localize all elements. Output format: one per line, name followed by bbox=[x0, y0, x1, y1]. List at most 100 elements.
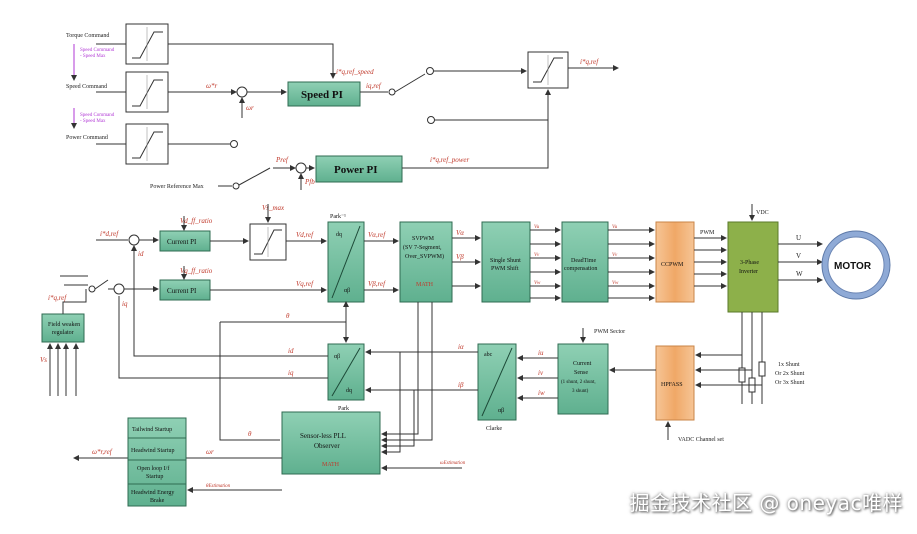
field-weaken-line1: Field weaken bbox=[48, 322, 80, 328]
iu-label: iu bbox=[538, 349, 544, 357]
current-sense-line2: Sense bbox=[574, 370, 588, 376]
id-fb-label: id bbox=[138, 250, 144, 258]
power-ref-max-label: Power Reference Max bbox=[150, 183, 204, 190]
inverter-block bbox=[727, 221, 779, 313]
current-pi-q-label: Current PI bbox=[167, 287, 197, 295]
park-dq-label: dq bbox=[346, 388, 352, 394]
watermark-text: 掘金技术社区 @ oneyac唯样 bbox=[629, 491, 903, 515]
theta-estimation-label: θEstimation bbox=[206, 484, 231, 489]
inv-park-dq-label: dq bbox=[336, 232, 342, 238]
field-weaken-block bbox=[41, 313, 85, 343]
voltage-limiter-block bbox=[249, 223, 287, 261]
observer-line1: Sensor-less PLL bbox=[300, 432, 346, 440]
svpwm-line3: Over_SVPWM) bbox=[405, 253, 444, 260]
phase-w-label: W bbox=[796, 270, 803, 278]
power-pi-label: Power PI bbox=[334, 164, 377, 176]
p-fb-label: Pfb bbox=[304, 178, 315, 186]
iq-ref-speed-out-label: iq,ref bbox=[366, 82, 382, 90]
v-beta-label: Vβ bbox=[456, 253, 464, 261]
speed-range-label-1a: Speed Command bbox=[80, 48, 115, 53]
inv-park-ab-label: αβ bbox=[344, 288, 350, 294]
speed-range-label-1b: - Speed Max bbox=[80, 54, 106, 59]
vadc-channel-label: VADC Channel set bbox=[678, 437, 724, 443]
speed-summing-junction bbox=[236, 86, 248, 98]
v-alpha-ref-label: Vα,ref bbox=[368, 231, 386, 239]
mode-switch-top bbox=[394, 73, 426, 93]
id-ref-label: i*d,ref bbox=[100, 230, 119, 238]
clarke-abc-label: abc bbox=[484, 352, 493, 358]
speed-range-label-2b: - Speed Max bbox=[80, 119, 106, 124]
power-pi-block bbox=[315, 155, 403, 183]
omega-estimator-label: ωEstimation bbox=[440, 461, 466, 466]
startup-modes-block bbox=[127, 417, 187, 507]
speed-pi-label: Speed PI bbox=[301, 89, 343, 101]
mode-tailwind: Tailwind Startup bbox=[132, 427, 172, 433]
hpfass-block bbox=[655, 345, 695, 421]
speed-pi-block bbox=[287, 81, 361, 107]
torque-limiter-block bbox=[125, 23, 169, 65]
omega-feedback-label: ωr bbox=[246, 104, 254, 112]
current-sense-line3: (1 shunt, 2 shunt, bbox=[561, 380, 596, 385]
mode-openloop-a: Open loop I/f bbox=[137, 465, 169, 472]
iq-ref-power-label: i*q,ref_power bbox=[430, 156, 469, 164]
mode-openloop-b: Startup bbox=[146, 474, 163, 480]
shunt-resistors bbox=[738, 312, 766, 404]
ccpwm-block bbox=[655, 221, 695, 303]
vv-b-label: Vv bbox=[612, 253, 618, 258]
shunt-label-2: Or 2x Shunt bbox=[775, 371, 805, 377]
i-beta-label: iβ bbox=[458, 381, 464, 389]
power-summing-junction bbox=[295, 162, 307, 174]
motor-label: MOTOR bbox=[834, 261, 872, 272]
mode-switch-power bbox=[238, 167, 271, 186]
svpwm-block bbox=[399, 221, 453, 303]
shunt-label-3: Or 3x Shunt bbox=[775, 380, 805, 386]
iq-limiter-block bbox=[527, 51, 569, 89]
observer-math-tag: MATH bbox=[322, 462, 340, 468]
speed-command-label: Speed Command bbox=[66, 84, 107, 90]
pwm-sector-label: PWM Sector bbox=[594, 329, 625, 335]
iq-ref-speed-label: i*q,ref_speed bbox=[336, 68, 374, 76]
iq-ref-label: i*q,ref bbox=[48, 294, 67, 302]
theta-label: θ bbox=[286, 312, 290, 320]
omega-ref-label: ω*r bbox=[206, 82, 217, 90]
speed-range-label-2a: Speed Command bbox=[80, 113, 115, 118]
power-command-label: Power Command bbox=[66, 135, 108, 141]
park-ab-label: αβ bbox=[334, 354, 340, 360]
phase-u-label: U bbox=[796, 234, 801, 242]
vs-max-label: Vs_max bbox=[262, 204, 285, 212]
inverse-park-title: Park⁻¹ bbox=[330, 214, 346, 220]
iq-park-label: iq bbox=[288, 369, 294, 377]
mode-energy-brake-a: Headwind Energy bbox=[131, 490, 174, 496]
vd-ff-label: Vd_ff_ratio bbox=[180, 217, 213, 225]
mode-energy-brake-b: Brake bbox=[150, 498, 165, 504]
iv-label: iv bbox=[538, 369, 544, 377]
vu-b-label: Vu bbox=[612, 225, 618, 230]
single-shunt-block bbox=[481, 221, 531, 303]
iq-ref-final-label: i*q,ref bbox=[580, 58, 599, 66]
vw-b-label: Vw bbox=[612, 281, 619, 286]
power-limiter-block bbox=[125, 123, 169, 165]
hpfass-label: HPFASS bbox=[661, 382, 683, 388]
svpwm-math-tag: MATH bbox=[416, 282, 434, 288]
i-alpha-label: iα bbox=[458, 343, 464, 351]
id-park-label: id bbox=[288, 347, 294, 355]
park-title: Park bbox=[338, 406, 349, 412]
observer-line2: Observer bbox=[314, 442, 340, 450]
iw-label: iw bbox=[538, 389, 545, 397]
single-shunt-line1: Single Shunt bbox=[490, 258, 521, 264]
vq-ff-label: Vq_ff_ratio bbox=[180, 267, 213, 275]
deadtime-line2: compensation bbox=[564, 266, 597, 272]
deadtime-line1: DeadTime bbox=[571, 258, 596, 264]
vw-a-label: Vw bbox=[534, 281, 541, 286]
vd-ref-label: Vd,ref bbox=[296, 231, 314, 239]
clarke-title: Clarke bbox=[486, 426, 502, 432]
mode-headwind: Headwind Startup bbox=[131, 448, 175, 454]
p-ref-label: Pref bbox=[275, 156, 289, 164]
current-sense-line1: Current bbox=[573, 361, 592, 367]
current-sense-block bbox=[557, 343, 609, 415]
field-weaken-line2: regulator bbox=[52, 330, 74, 336]
inverter-line2: Inverter bbox=[739, 269, 758, 275]
clarke-ab-label: αβ bbox=[498, 408, 504, 414]
omega-r-ref-label: ω*r,ref bbox=[92, 448, 113, 456]
